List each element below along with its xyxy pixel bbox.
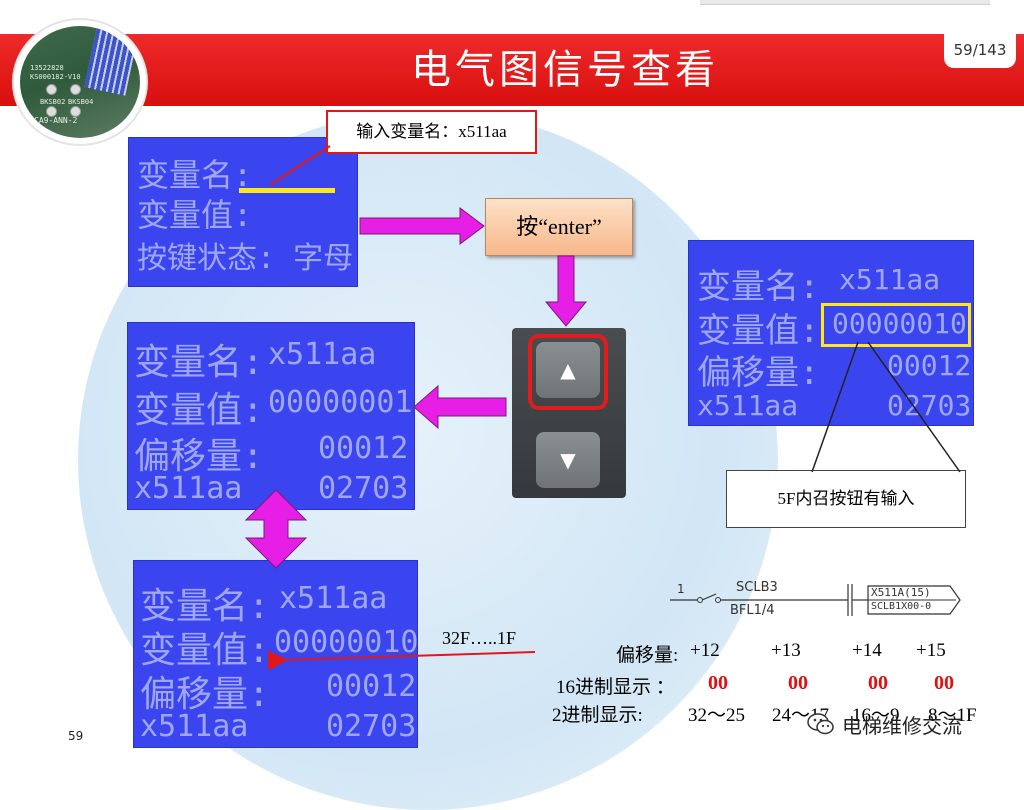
lcd-input-screen: 变量名: 变量值: 按键状态: 字母 <box>128 137 358 287</box>
lcd-name-label: 变量名: <box>137 156 253 194</box>
lcd-signal-value: 02703 <box>318 471 409 506</box>
footer-page-number: 59 <box>68 729 84 743</box>
lcd-name-label: 变量名: <box>697 267 820 307</box>
lcd-value-label: 变量值: <box>137 196 253 234</box>
lcd-value-value: 00000010 <box>274 625 418 660</box>
board-button <box>46 84 57 95</box>
note-pointer-right <box>867 341 961 473</box>
circuit-contact-number: 1 <box>677 582 685 596</box>
lcd-name-label: 变量名: <box>140 586 270 627</box>
lcd-offset-value: 00012 <box>318 431 409 466</box>
board-code: 13522828 <box>30 64 64 72</box>
board-code: KS000182-V10 <box>30 73 81 81</box>
down-arrow-icon: ▼ <box>560 448 576 472</box>
slide-title: 电气图信号查看 <box>411 47 719 93</box>
lcd-name-value: x511aa <box>839 263 941 296</box>
circuit-sub-label: BFL1/4 <box>730 603 775 618</box>
up-arrow-icon: ▲ <box>560 358 576 382</box>
lcd-signal-name: x511aa <box>140 709 249 744</box>
arrow-to-keypad <box>544 255 588 327</box>
floor-pointer-arrow <box>267 650 536 671</box>
hex-row-label: 16进制显示 ： <box>556 677 675 698</box>
value-highlight-box <box>821 303 971 347</box>
top-tab-edge <box>700 0 990 5</box>
binary-range: 16～9 <box>852 705 900 726</box>
lcd-result-screen: 变量名: x511aa 变量值: 00000001 偏移量: 00012 x51… <box>127 322 415 510</box>
arrow-to-enter <box>359 207 485 245</box>
lcd-value-label: 变量值: <box>697 311 820 351</box>
circuit-diagram <box>670 584 961 616</box>
double-arrow <box>244 489 308 569</box>
offset-row-label: 偏移量: <box>616 645 679 666</box>
circuit-switch-label: SCLB3 <box>736 580 778 595</box>
input-cursor-highlight <box>239 188 335 193</box>
board-photo: 13522828 KS000182-V10 CA9-ANN-2 BKSB02 B… <box>14 20 146 144</box>
offset-value: +12 <box>690 640 720 661</box>
lcd-signal-name: x511aa <box>697 389 799 422</box>
binary-row-label: 2进制显示: <box>552 705 643 726</box>
note-pointer-left <box>811 341 859 473</box>
lcd-offset-label: 偏移量: <box>134 436 264 477</box>
lcd-value-value: 00000001 <box>268 385 413 420</box>
lcd-bottom-screen: 变量名: x511aa 变量值: 00000010 偏移量: 00012 x51… <box>133 560 418 748</box>
up-key-highlight <box>528 334 608 410</box>
lcd-name-value: x511aa <box>279 581 388 616</box>
board-button-label: BKSB04 <box>68 98 94 106</box>
board-photo-image: 13522828 KS000182-V10 CA9-ANN-2 BKSB02 B… <box>20 26 140 138</box>
lcd-value-label: 变量值: <box>134 390 264 431</box>
arrow-to-result <box>413 384 507 430</box>
offset-value: +13 <box>771 640 801 661</box>
note-5f-input: 5F内召按钮有输入 <box>726 470 966 528</box>
board-button <box>70 84 81 95</box>
offset-value: +14 <box>852 640 882 661</box>
lcd-signal-name: x511aa <box>134 471 243 506</box>
hex-value: 00 <box>708 672 728 694</box>
circuit-signal-bottom: SCLB1X00-0 <box>871 601 932 612</box>
binary-range: 8～1F <box>928 705 977 726</box>
lcd-signal-value: 02703 <box>887 389 972 422</box>
lcd-value-label: 变量值: <box>140 630 270 671</box>
offset-value: +15 <box>916 640 946 661</box>
binary-range: 32～25 <box>688 705 746 726</box>
wechat-icon <box>806 709 836 739</box>
board-button-label: BKSB02 <box>40 98 66 106</box>
lcd-signal-value: 02703 <box>326 709 417 744</box>
lcd-right-screen: 变量名: x511aa 变量值: 00000010 偏移量: 00012 x51… <box>688 240 974 426</box>
lcd-name-value: x511aa <box>268 337 377 372</box>
callout-pointer <box>269 145 331 186</box>
lcd-name-label: 变量名: <box>134 342 264 383</box>
down-arrow-key[interactable]: ▼ <box>536 432 600 488</box>
watermark-text: 电梯维修交流 <box>842 714 962 738</box>
lcd-key-status: 按键状态: 字母 <box>137 241 354 276</box>
hex-value: 00 <box>788 672 808 694</box>
lcd-offset-label: 偏移量: <box>140 674 270 715</box>
board-button <box>70 106 81 117</box>
page-badge: 59/143 <box>944 34 1016 68</box>
hex-value: 00 <box>868 672 888 694</box>
up-arrow-key[interactable]: ▲ <box>536 342 600 398</box>
lcd-offset-label: 偏移量: <box>697 353 820 393</box>
hex-value: 00 <box>934 672 954 694</box>
floor-range-label: 32F…..1F <box>442 628 517 648</box>
arrow-keypad: ▲ ▼ <box>512 328 626 498</box>
input-callout: 输入变量名：x511aa <box>326 110 537 154</box>
lcd-value-value: 00000010 <box>832 307 967 340</box>
lcd-offset-value: 00012 <box>326 669 417 704</box>
lcd-offset-value: 00012 <box>887 349 972 382</box>
title-band <box>0 34 1024 106</box>
board-code: CA9-ANN-2 <box>34 116 78 125</box>
connector-arrows <box>244 145 961 671</box>
circuit-signal-top: X511A(15) <box>871 586 931 599</box>
board-button <box>46 106 57 117</box>
